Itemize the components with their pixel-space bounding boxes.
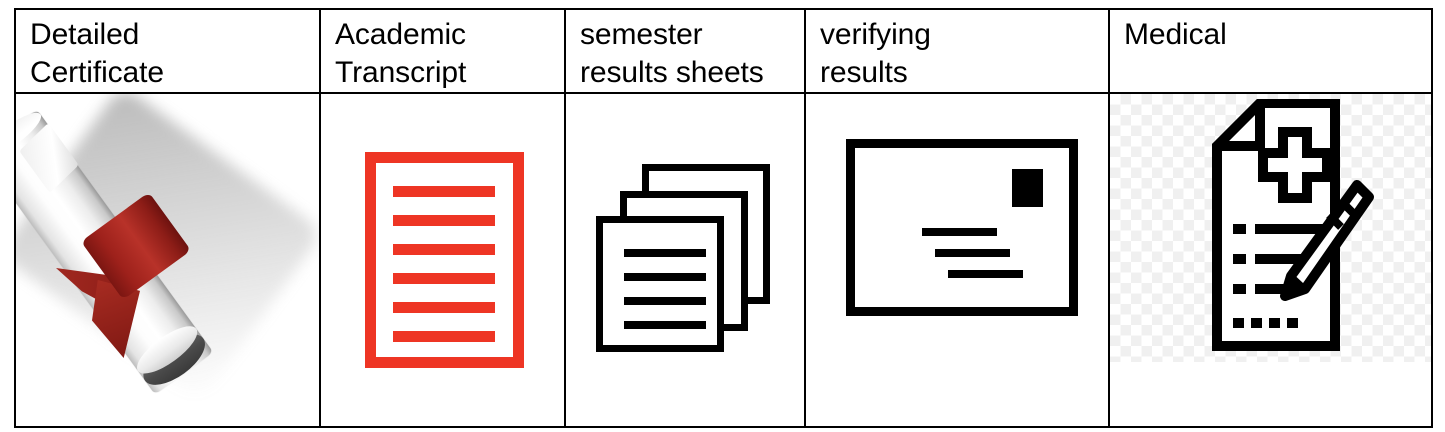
diploma-scroll-icon <box>16 94 319 426</box>
image-cell-medical <box>1108 92 1433 428</box>
sheet-front <box>596 216 724 352</box>
medical-form-svg <box>1212 99 1374 351</box>
ferrule-band-2 <box>1326 212 1344 230</box>
bullet <box>1233 254 1246 264</box>
bullet <box>1233 284 1246 294</box>
bullet <box>1233 224 1246 234</box>
text-line <box>624 249 706 257</box>
text-line <box>1255 254 1313 264</box>
table-header-row: Detailed Certificate Academic Transcript… <box>14 8 1433 94</box>
dot <box>1251 318 1262 328</box>
column-title-detailed-certificate: Detailed Certificate <box>30 18 164 89</box>
text-line <box>624 321 706 329</box>
column-title-semester-results-sheets: semester results sheets <box>580 18 764 89</box>
header-cell-verifying-results: verifying results <box>804 8 1110 94</box>
column-title-academic-transcript: Academic Transcript <box>335 18 467 89</box>
red-document-icon <box>321 94 564 426</box>
document-types-table: Detailed Certificate Academic Transcript… <box>14 8 1433 428</box>
header-cell-semester-results-sheets: semester results sheets <box>564 8 806 94</box>
pencil <box>1280 180 1374 301</box>
red-document-lines <box>393 186 495 342</box>
sheet-text-lines <box>624 249 706 329</box>
envelope-body <box>846 139 1078 316</box>
stacked-sheets-icon <box>566 94 804 426</box>
text-line <box>393 273 495 284</box>
ferrule-band-1 <box>1338 198 1356 216</box>
text-line <box>1255 224 1327 234</box>
pencil-tip <box>1282 273 1308 299</box>
image-cell-detailed-certificate <box>14 92 321 428</box>
header-cell-medical: Medical <box>1108 8 1433 94</box>
red-document-frame <box>365 152 524 368</box>
text-line <box>393 244 495 255</box>
text-line <box>393 302 495 313</box>
dot <box>1269 318 1280 328</box>
dot <box>1233 318 1244 328</box>
envelope-icon <box>806 94 1108 426</box>
image-cell-semester-results-sheets <box>564 92 806 428</box>
postage-stamp <box>1012 169 1043 207</box>
address-line <box>922 228 997 236</box>
text-line <box>393 186 495 197</box>
folded-corner <box>1217 103 1265 151</box>
address-line <box>935 249 1010 257</box>
header-cell-detailed-certificate: Detailed Certificate <box>14 8 321 94</box>
header-cell-academic-transcript: Academic Transcript <box>319 8 566 94</box>
column-title-verifying-results: verifying results <box>820 18 931 89</box>
text-line <box>393 331 495 342</box>
image-cell-verifying-results <box>804 92 1110 428</box>
table-image-row <box>14 92 1433 428</box>
medical-cross <box>1258 127 1332 203</box>
column-title-medical: Medical <box>1124 18 1227 51</box>
text-line <box>1255 284 1295 294</box>
dot <box>1287 318 1298 328</box>
medical-form-pencil-icon <box>1110 94 1431 426</box>
text-line <box>393 215 495 226</box>
address-line <box>948 270 1023 278</box>
text-line <box>624 297 706 305</box>
text-line <box>624 273 706 281</box>
image-cell-academic-transcript <box>319 92 566 428</box>
